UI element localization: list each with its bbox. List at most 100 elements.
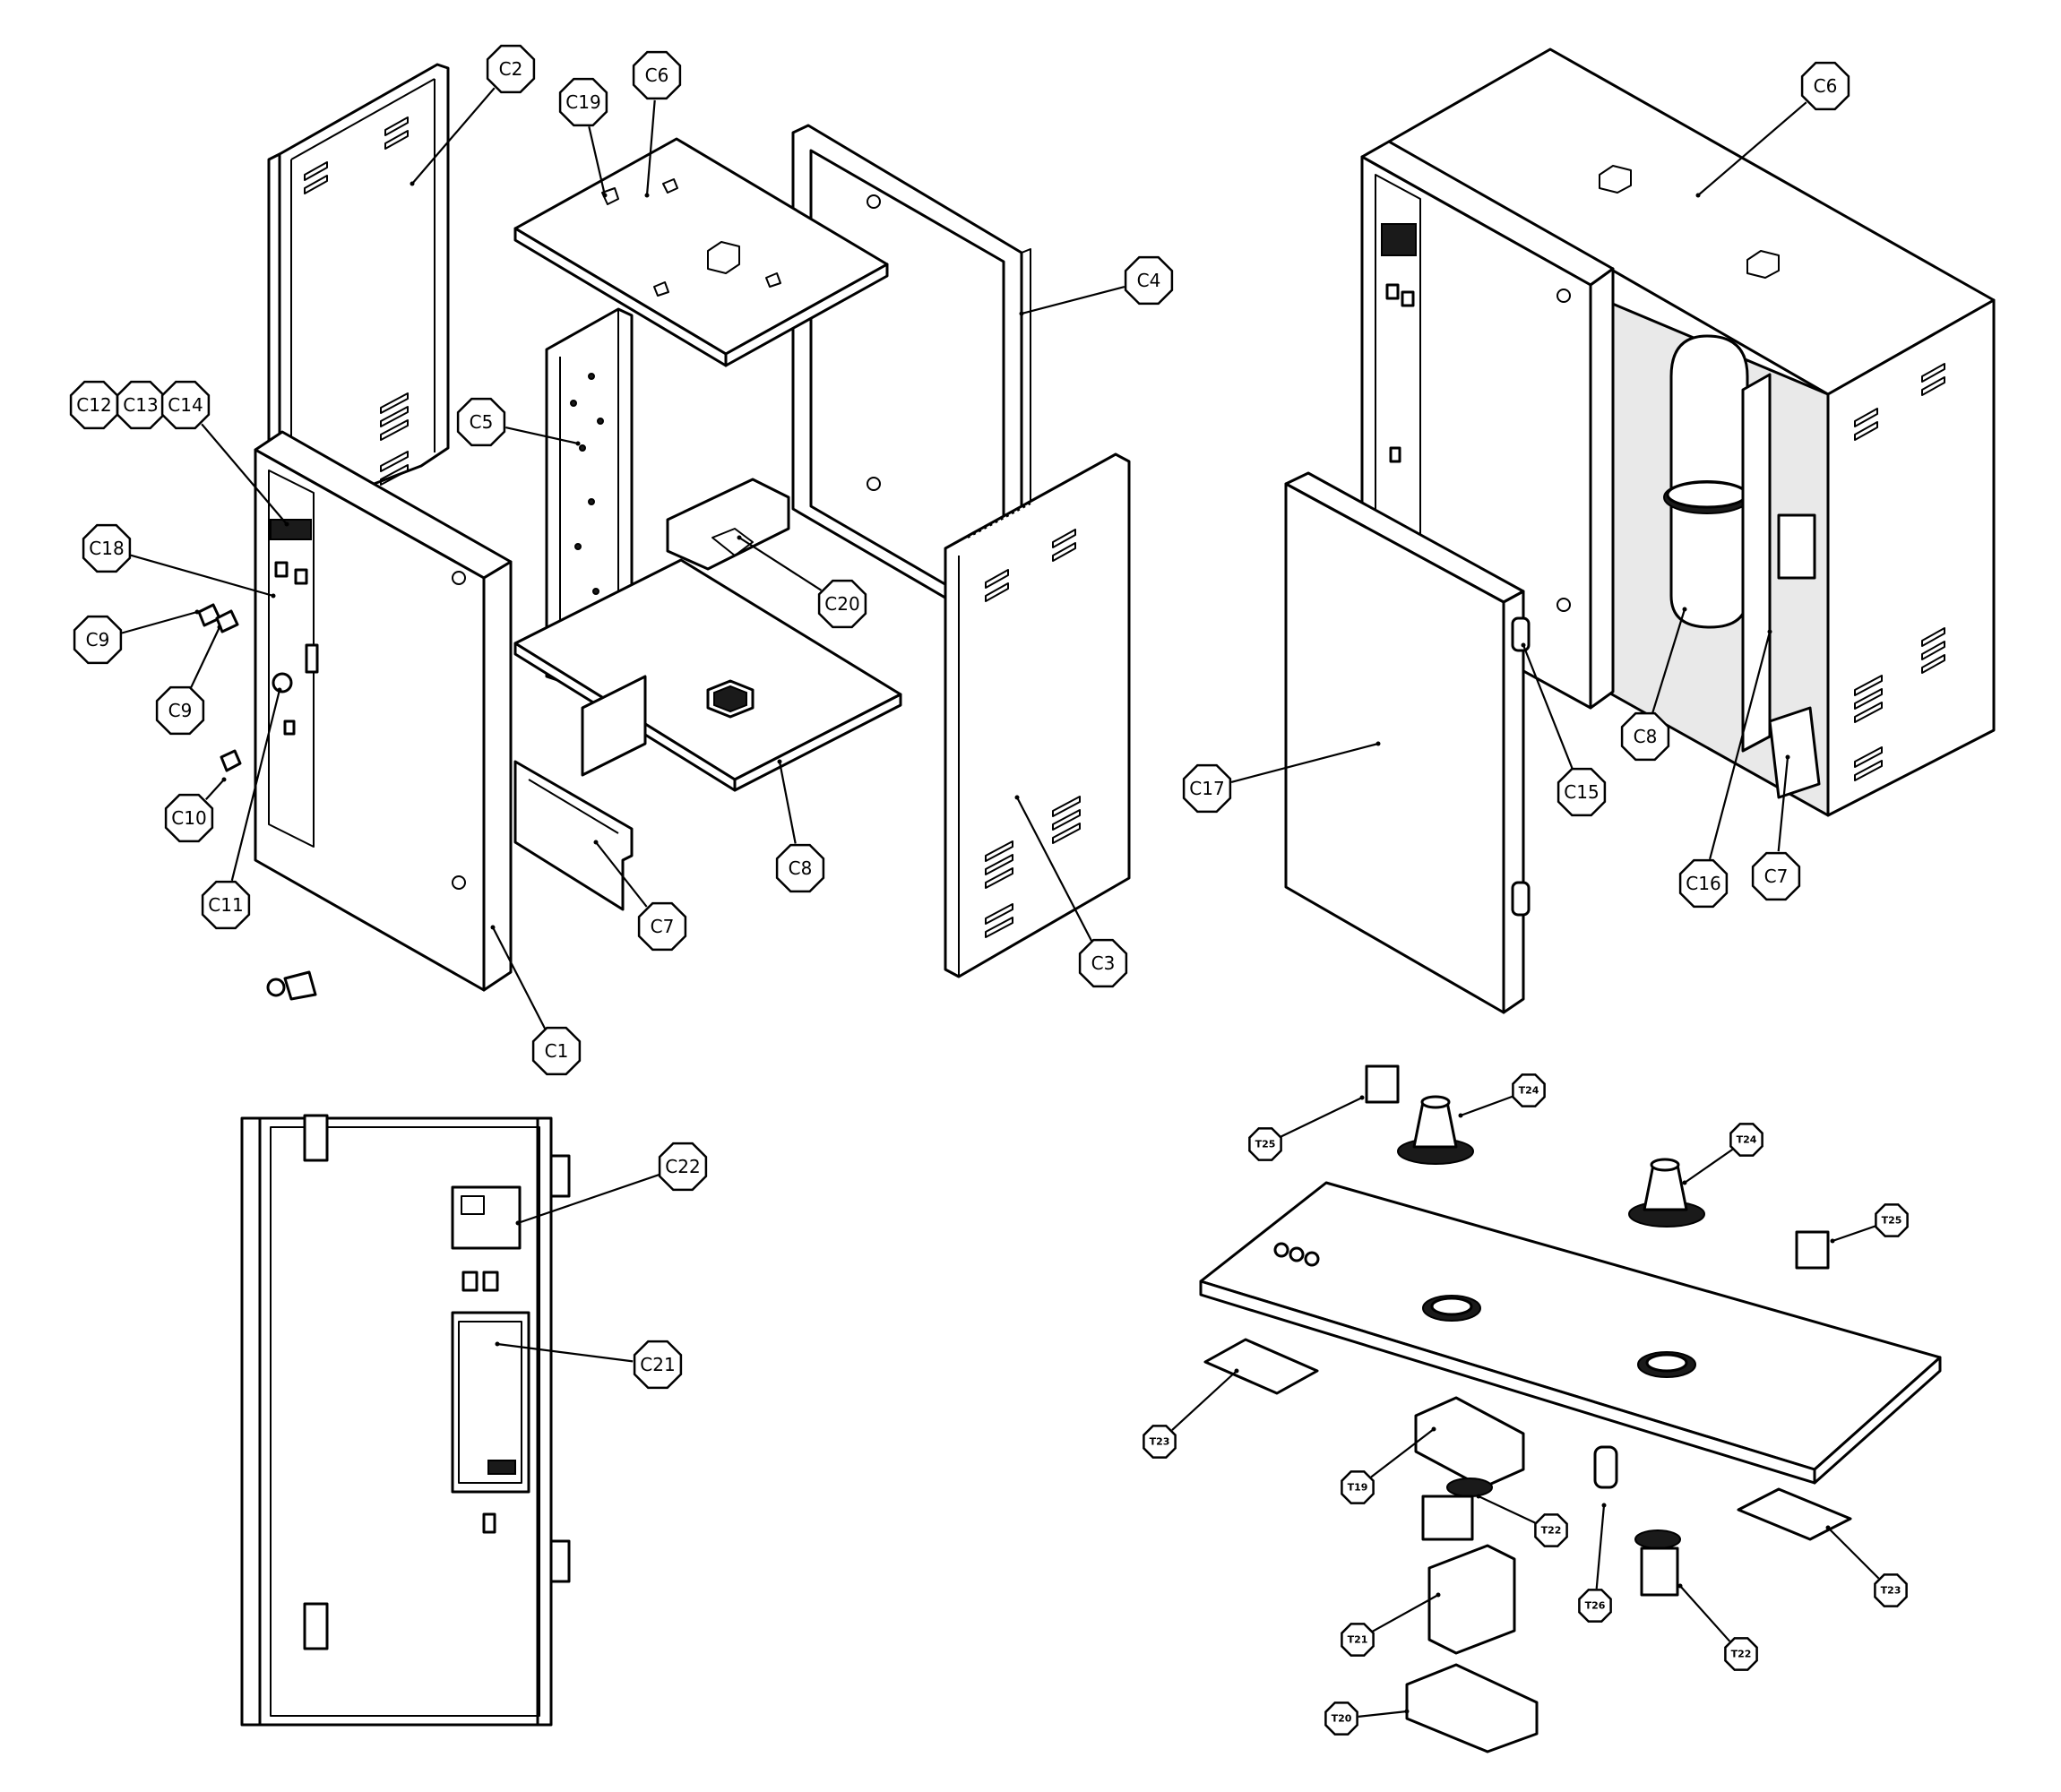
cone-t24-b <box>1628 1158 1705 1228</box>
callout-octagon <box>531 1026 582 1076</box>
callout-label: C13 <box>123 394 158 416</box>
callout-t25-b: T25 <box>1875 1203 1909 1237</box>
callout-label: T23 <box>1150 1436 1170 1448</box>
callout-octagon <box>201 880 251 930</box>
callout-octagon <box>1557 767 1607 817</box>
callout-c17: C17 <box>1182 763 1232 814</box>
callout-octagon <box>1751 851 1801 901</box>
callout-octagon <box>633 1340 683 1390</box>
leader-arrow-t23-a <box>1234 1368 1239 1374</box>
callout-c7-assembled: C7 <box>1751 851 1801 901</box>
leader-arrow-c20 <box>737 535 742 540</box>
leader-c6-assembled <box>1697 101 1807 196</box>
leader-arrow-c4 <box>1019 311 1024 316</box>
panel-c5 <box>545 307 634 683</box>
leader-arrow-c3 <box>1014 795 1020 800</box>
callout-c14: C14 <box>160 380 211 430</box>
callout-label: C17 <box>1189 778 1224 799</box>
leader-arrow-c17 <box>1375 741 1381 746</box>
callout-label: T25 <box>1255 1139 1276 1150</box>
callout-octagon <box>1578 1589 1612 1623</box>
leader-arrow-c8-assembled <box>1682 607 1687 612</box>
callout-c12: C12 <box>69 380 119 430</box>
leader-arrow-t24-b <box>1682 1180 1687 1185</box>
callout-label: C2 <box>499 58 523 80</box>
callout-c2: C2 <box>486 44 536 94</box>
callout-c6-explode: C6 <box>632 50 682 100</box>
callout-c8-assembled: C8 <box>1620 711 1670 762</box>
callout-t24-a: T24 <box>1512 1073 1546 1107</box>
callout-octagon <box>817 579 867 629</box>
leader-c5 <box>505 426 579 445</box>
leader-arrow-c2 <box>410 181 415 186</box>
board-c22 <box>451 1185 522 1250</box>
leader-c4 <box>1021 286 1125 315</box>
leader-c20 <box>738 537 823 591</box>
callout-label: T21 <box>1348 1634 1368 1646</box>
pump-t22-a <box>1421 1478 1493 1541</box>
base-tray-assembly <box>1199 1064 1942 1753</box>
callout-c16: C16 <box>1678 858 1729 909</box>
leader-c17 <box>1230 742 1379 783</box>
tray-c8-exploded <box>513 558 902 792</box>
callout-t23-b: T23 <box>1874 1573 1908 1607</box>
callout-octagon <box>116 380 166 430</box>
callout-octagon <box>1143 1425 1177 1459</box>
callout-label: C18 <box>89 538 124 559</box>
transformer-t21 <box>1427 1544 1516 1655</box>
callout-octagon <box>1534 1513 1568 1547</box>
leader-arrow-c6-explode <box>644 193 650 198</box>
callout-label: C12 <box>76 394 111 416</box>
leader-arrow-t25-b <box>1830 1238 1835 1244</box>
callout-c9-a: C9 <box>73 615 123 665</box>
leader-t25-b <box>1832 1225 1876 1243</box>
leader-t21 <box>1372 1594 1439 1633</box>
leader-arrow-c7-explode <box>593 840 599 845</box>
panel-c2 <box>267 63 450 527</box>
callout-c5: C5 <box>456 397 506 447</box>
callout-label: C14 <box>168 394 203 416</box>
leader-arrow-t26 <box>1601 1503 1607 1508</box>
leader-t19 <box>1370 1428 1435 1478</box>
callout-octagon <box>1182 763 1232 814</box>
valve-t25-a <box>1365 1064 1400 1104</box>
leader-arrow-c9-b <box>217 625 222 630</box>
callout-label: T25 <box>1882 1215 1902 1227</box>
leader-t20 <box>1358 1710 1408 1718</box>
callout-t21: T21 <box>1341 1623 1375 1657</box>
leader-arrow-c14 <box>284 521 289 527</box>
callout-label: T22 <box>1541 1525 1562 1537</box>
valve-t25-b <box>1795 1230 1830 1270</box>
leader-c8-assembled <box>1651 608 1686 713</box>
leader-arrow-t21 <box>1436 1592 1441 1598</box>
callout-octagon <box>1800 61 1850 111</box>
callout-label: C8 <box>1634 726 1658 747</box>
leader-c21 <box>496 1342 634 1363</box>
leader-t22-a <box>1478 1495 1537 1524</box>
callout-label: C1 <box>545 1040 569 1062</box>
leader-c22 <box>517 1174 660 1225</box>
callout-t25-a: T25 <box>1248 1127 1282 1161</box>
assembled-cabinet <box>1284 47 1996 1014</box>
callout-octagon <box>1341 1623 1375 1657</box>
leader-arrow-t22-a <box>1476 1494 1481 1499</box>
callout-octagon <box>1875 1203 1909 1237</box>
callout-c15: C15 <box>1557 767 1607 817</box>
door-components <box>197 603 319 1001</box>
leader-arrow-c5 <box>575 441 581 446</box>
leader-c1 <box>492 926 547 1030</box>
callout-octagon <box>1724 1637 1758 1671</box>
callout-c22: C22 <box>658 1142 708 1192</box>
callout-label: T20 <box>1332 1713 1352 1725</box>
plate-t23-a <box>1203 1338 1319 1395</box>
leader-arrow-t24-a <box>1458 1113 1463 1118</box>
callout-label: T24 <box>1519 1085 1539 1097</box>
callout-c20: C20 <box>817 579 867 629</box>
leader-c14 <box>201 423 288 525</box>
leader-arrow-t25-a <box>1359 1095 1365 1100</box>
leader-c9-a <box>121 610 198 634</box>
callout-octagon <box>1512 1073 1546 1107</box>
tank-c8 <box>1663 334 1751 629</box>
leader-c8-explode <box>778 761 797 844</box>
